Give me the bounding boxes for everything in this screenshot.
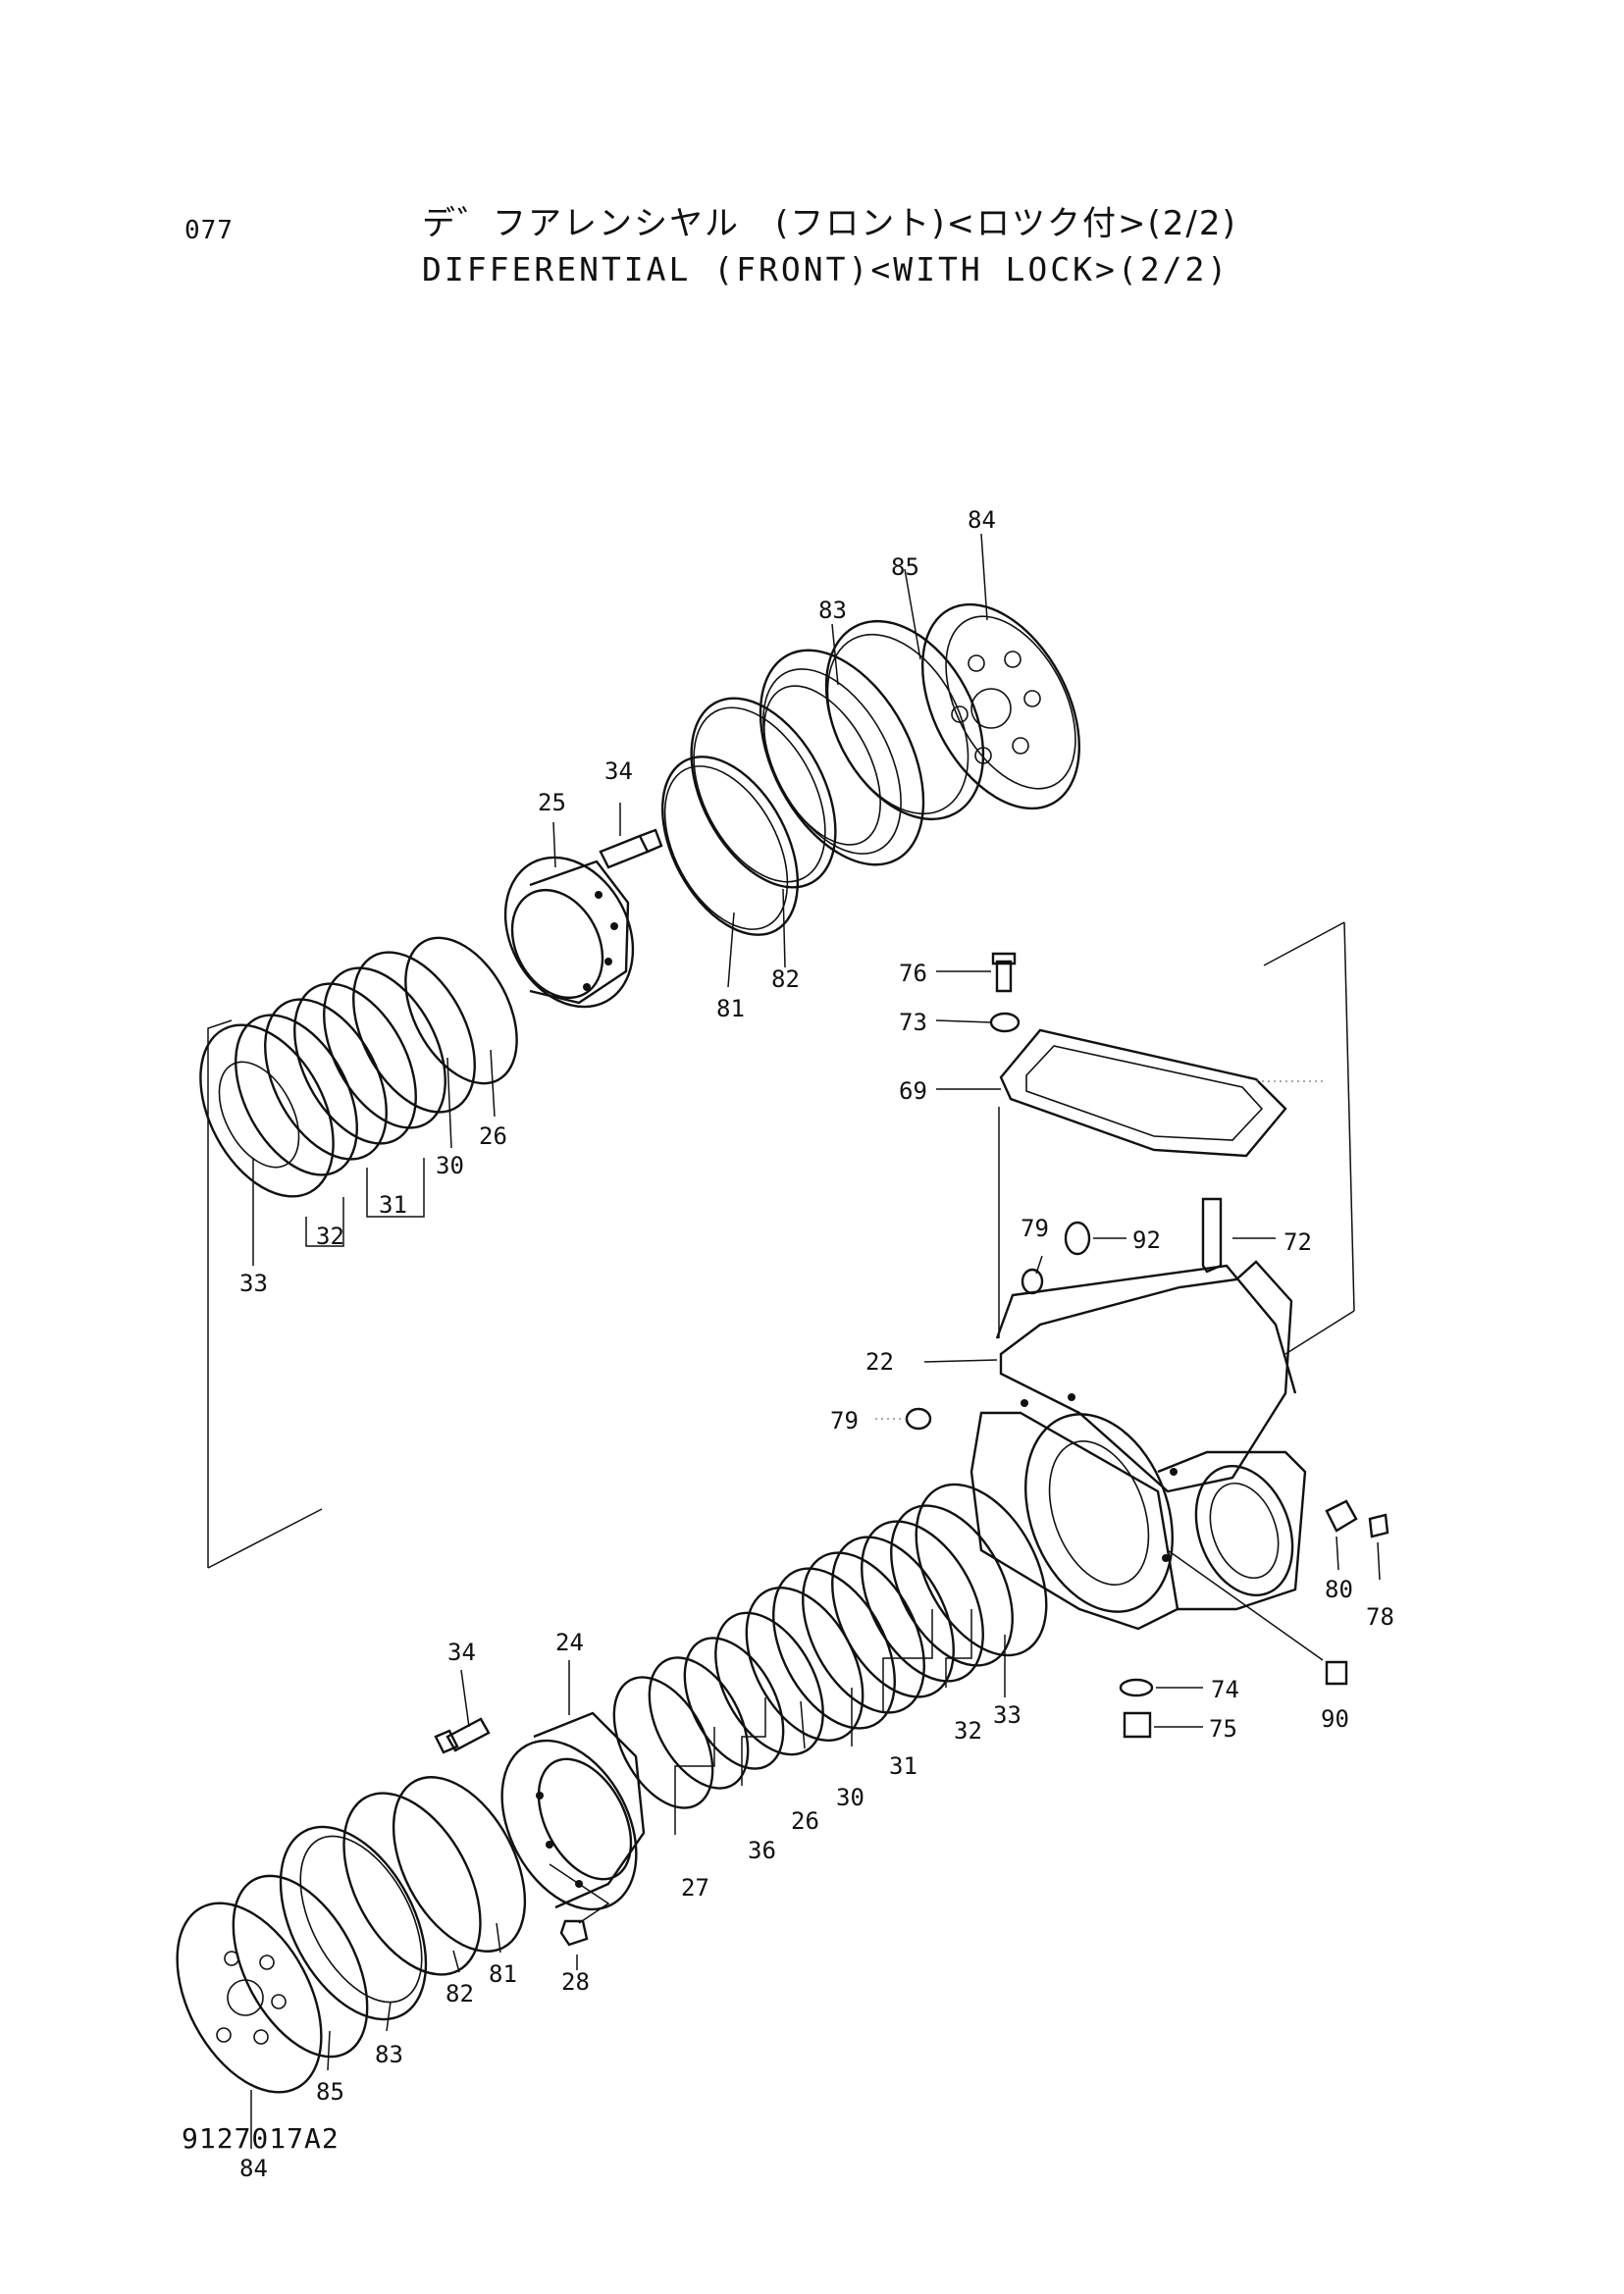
plug-90 [1325,1660,1348,1686]
callout-84-lower: 84 [239,2155,268,2182]
page-number: 077 [184,216,234,245]
callout-75: 75 [1209,1715,1237,1743]
callout-31-upper: 31 [379,1191,407,1219]
callout-labels: 84 85 83 34 25 81 82 76 73 69 26 30 31 3… [239,506,1394,2182]
reference-lines [207,921,1355,1569]
callout-83-upper: 83 [818,597,847,624]
breather-92 [1064,1221,1091,1256]
title-english: DIFFERENTIAL (FRONT)<WITH LOCK>(2/2) [422,250,1231,288]
seal-ring-82-lower [342,1792,482,1976]
plug-79-upper [1021,1268,1044,1295]
callout-32-lower: 32 [954,1717,982,1745]
callout-33-lower: 33 [993,1701,1022,1729]
callout-90: 90 [1321,1705,1349,1733]
callout-85-lower: 85 [316,2078,344,2106]
callout-22: 22 [865,1348,894,1376]
callout-74: 74 [1211,1676,1239,1703]
callout-26-upper: 26 [479,1122,507,1150]
disc-stack-lower [612,1483,1048,1809]
bolt-78 [1368,1513,1389,1538]
seal-ring-82-upper [690,697,837,889]
callout-33-upper: 33 [239,1270,268,1297]
callout-81-lower: 81 [489,1960,517,1988]
callout-26-lower: 26 [791,1807,819,1835]
title-japanese: デ゛フアレンシヤル (フロント)<ロツク付>(2/2) [422,204,1237,243]
plug-75 [1123,1711,1152,1739]
disc-stack-upper [199,951,476,1198]
plate-80 [1325,1499,1358,1533]
callout-34-upper: 34 [604,757,633,785]
callout-69: 69 [899,1077,927,1105]
plate-85-upper [824,619,985,821]
cover-69 [999,1028,1287,1158]
bolt-34-upper [599,828,663,869]
callout-24: 24 [555,1629,584,1656]
callout-25: 25 [538,789,566,816]
callout-80: 80 [1325,1576,1353,1603]
callout-34-lower: 34 [447,1639,476,1666]
brake-plate-84-upper [920,602,1081,810]
housing-24 [500,1711,646,1911]
nut-28 [559,1919,589,1947]
washer-73 [989,1012,1021,1033]
callout-36: 36 [748,1837,776,1864]
callout-30-lower: 30 [836,1784,864,1811]
snap-ring-26-upper [404,936,518,1085]
piston-83-lower [279,1825,428,2021]
carrier-housing-22 [969,1260,1307,1631]
piston-83-upper [759,649,925,866]
bolt-34-lower [434,1717,491,1754]
callout-79-left: 79 [830,1407,859,1434]
callout-31-lower: 31 [889,1752,917,1780]
brake-plate-84-lower [176,1902,323,2094]
callout-78: 78 [1366,1603,1394,1631]
plate-85-lower [232,1874,369,2059]
drawing-number: 9127017A2 [182,2122,340,2155]
seal-ring-81-lower [392,1776,527,1953]
callout-27: 27 [681,1874,709,1902]
callout-82-upper: 82 [771,965,800,993]
callout-32-upper: 32 [316,1223,344,1250]
callout-84-upper: 84 [968,506,996,534]
leader-lines [250,533,1381,2149]
oring-74 [1119,1678,1154,1697]
callout-72: 72 [1283,1228,1312,1256]
callout-73: 73 [899,1009,927,1036]
callout-85-upper: 85 [891,553,919,581]
callout-83-lower: 83 [375,2041,403,2068]
callout-30-upper: 30 [436,1152,464,1179]
callout-92: 92 [1132,1226,1161,1254]
housing-25 [503,856,635,1009]
callout-76: 76 [899,960,927,987]
fitting-72 [1201,1197,1223,1274]
bolt-76 [991,952,1017,993]
callout-81-upper: 81 [716,995,745,1022]
callout-79-upper: 79 [1021,1215,1049,1242]
callout-28: 28 [561,1968,590,1996]
seal-ring-81-upper [660,756,800,936]
plug-79-left [905,1407,932,1431]
callout-82-lower: 82 [445,1980,474,2007]
